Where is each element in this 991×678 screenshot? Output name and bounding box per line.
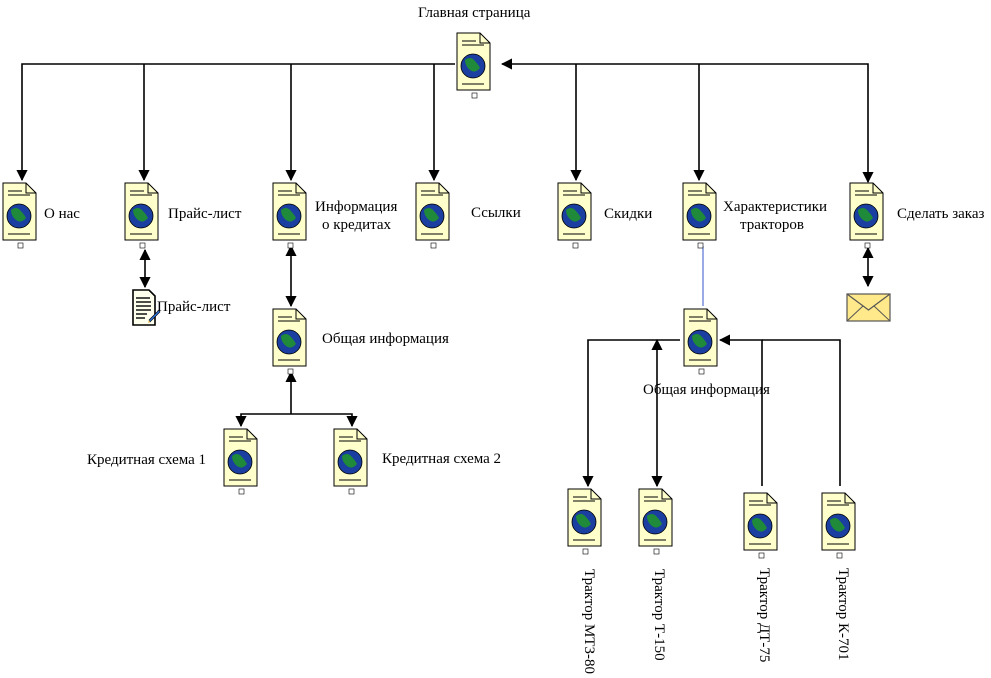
tractor-k701-label: Трактор К-701 — [835, 568, 851, 661]
tractor-t150-page-icon[interactable] — [638, 488, 674, 555]
price-page-icon[interactable] — [124, 182, 160, 249]
tractor-general-page-icon[interactable] — [683, 308, 719, 375]
price-document-icon[interactable] — [131, 288, 161, 328]
envelope-icon[interactable] — [846, 292, 892, 324]
tractor-mtz80-page-icon[interactable] — [567, 488, 603, 555]
links-page-label: Ссылки — [471, 205, 521, 221]
credit-info-label-line1: Информация — [315, 199, 398, 215]
order-page-icon[interactable] — [849, 182, 885, 249]
about-page-label: О нас — [44, 206, 80, 222]
tractor-specs-label-line2: тракторов — [740, 217, 804, 233]
discounts-page-label: Скидки — [604, 206, 653, 222]
credit-scheme-1-page-icon[interactable] — [223, 428, 259, 495]
order-page-label: Сделать заказ — [897, 206, 985, 222]
tractor-mtz80-label: Трактор МТЗ-80 — [581, 569, 597, 674]
links-page-icon[interactable] — [415, 182, 451, 249]
home-page-icon[interactable] — [456, 32, 492, 99]
tractor-specs-label-line1: Характеристики — [723, 199, 828, 215]
tractor-specs-page-icon[interactable] — [682, 182, 718, 249]
price-document-label: Прайс-лист — [157, 299, 231, 315]
home-page-label: Главная страница — [418, 5, 531, 21]
credit-info-page-icon[interactable] — [272, 182, 308, 249]
tractor-general-label: Общая информация — [643, 382, 770, 398]
credit-scheme-1-label: Кредитная схема 1 — [87, 452, 207, 468]
credit-scheme-2-label: Кредитная схема 2 — [382, 451, 502, 467]
discounts-page-icon[interactable] — [557, 182, 593, 249]
tractor-t150-label: Трактор Т-150 — [651, 569, 667, 661]
about-page-icon[interactable] — [2, 182, 38, 249]
price-page-label: Прайс-лист — [168, 206, 242, 222]
credit-general-label: Общая информация — [322, 331, 449, 347]
credit-info-label-line2: о кредитах — [322, 217, 392, 233]
tractor-dt75-label: Трактор ДТ-75 — [756, 568, 772, 663]
tractor-k701-page-icon[interactable] — [821, 492, 857, 559]
credit-general-page-icon[interactable] — [272, 308, 308, 375]
credit-scheme-2-page-icon[interactable] — [333, 428, 369, 495]
tractor-dt75-page-icon[interactable] — [743, 492, 779, 559]
